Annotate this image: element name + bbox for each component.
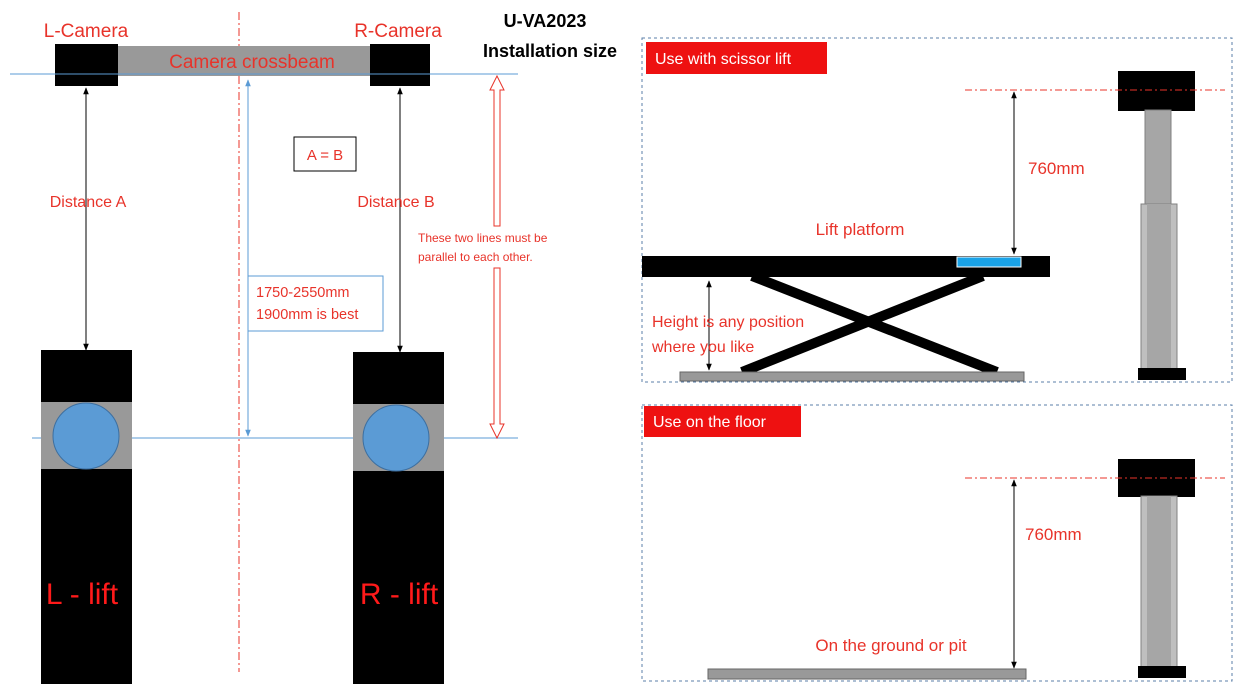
r-lift-rail xyxy=(353,352,444,684)
floor-760-label: 760mm xyxy=(1025,525,1082,544)
r-camera-label: R-Camera xyxy=(354,21,442,42)
l-lift-rail xyxy=(41,350,132,684)
floor-panel-frame xyxy=(641,404,1233,682)
range-box xyxy=(247,275,384,332)
l-camera-box xyxy=(55,44,118,86)
camera-crossbeam xyxy=(115,46,373,76)
floor-column-inner xyxy=(1147,496,1171,668)
a-eq-b-box xyxy=(293,136,357,172)
range-line2: 1900mm is best xyxy=(256,307,358,323)
l-camera-label: L-Camera xyxy=(44,21,129,42)
model-title: U-VA2023 xyxy=(504,11,587,31)
height-note-line1: Height is any position xyxy=(652,314,804,331)
ground-plate xyxy=(707,668,1027,680)
r-wheel xyxy=(362,404,430,472)
distance-b-label: Distance B xyxy=(357,194,434,211)
distance-a-label: Distance A xyxy=(50,194,127,211)
scissor-column-upper xyxy=(1144,109,1172,207)
height-note-line2: where you like xyxy=(651,339,754,356)
floor-column-base xyxy=(1138,666,1186,678)
scissor-badge xyxy=(646,42,827,74)
l-wheel xyxy=(52,402,120,470)
parallel-note-line2: parallel to each other. xyxy=(418,250,533,264)
top-view: Camera crossbeam L-Camera R-Camera U-VA2… xyxy=(10,11,617,684)
floor-badge-label: Use on the floor xyxy=(653,414,767,431)
scissor-base-plate xyxy=(679,371,1025,382)
r-camera-box xyxy=(370,44,430,86)
platform-plate xyxy=(956,256,1022,268)
crossbeam-label: Camera crossbeam xyxy=(169,52,335,73)
scissor-camera-head xyxy=(1118,71,1195,111)
r-lift-label: R - lift xyxy=(360,578,439,611)
scissor-lift-panel: Use with scissor lift 760mm Lift platfor… xyxy=(641,37,1233,383)
parallel-arrow-top xyxy=(489,74,505,227)
scissor-column-base xyxy=(1138,368,1186,380)
floor-badge xyxy=(644,406,801,437)
parallel-note-line1: These two lines must be xyxy=(418,231,548,245)
lift-platform-label: Lift platform xyxy=(816,220,905,239)
floor-panel: Use on the floor 760mm On the ground or … xyxy=(641,404,1233,682)
scissor-badge-label: Use with scissor lift xyxy=(655,51,792,68)
scissor-panel-frame xyxy=(641,37,1233,383)
scissor-760-label: 760mm xyxy=(1028,159,1085,178)
parallel-arrow-bottom xyxy=(489,267,505,440)
l-lift-label: L - lift xyxy=(46,578,119,611)
scissor-column-inner xyxy=(1147,204,1171,370)
model-subtitle: Installation size xyxy=(483,41,617,61)
scissor-arm-2 xyxy=(740,271,985,377)
range-line1: 1750-2550mm xyxy=(256,285,350,301)
a-eq-b-label: A = B xyxy=(307,147,343,164)
lift-platform xyxy=(642,256,1050,277)
ground-note: On the ground or pit xyxy=(815,636,966,655)
